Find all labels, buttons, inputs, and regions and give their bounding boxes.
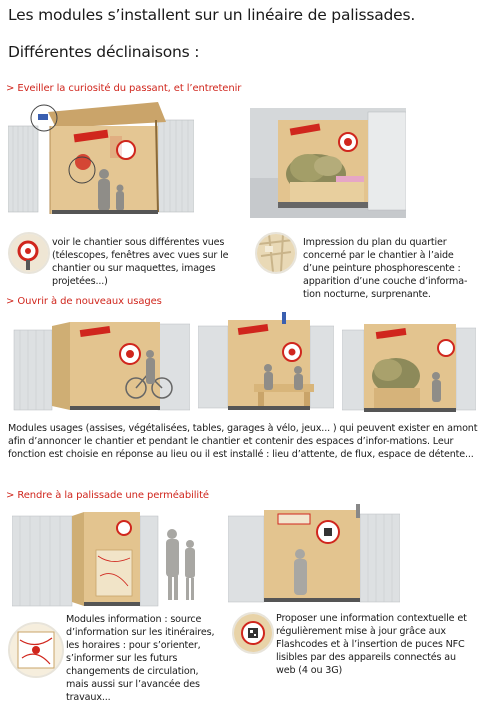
illustration-telescope-module xyxy=(8,98,194,226)
section-heading-usages: > Ouvrir à de nouveaux usages xyxy=(6,296,162,307)
section-heading-curiosity: > Eveiller la curiosité du passant, et l… xyxy=(6,83,242,94)
telescope-description: voir le chantier sous différentes vues (… xyxy=(52,237,229,287)
telescope-detail-badge xyxy=(8,232,50,274)
flashcode-detail-badge xyxy=(232,612,274,654)
usages-description: Modules usages (assises, végétalisées, t… xyxy=(8,423,478,460)
illustration-plant-module xyxy=(250,108,406,218)
flashcode-description: Proposer une information contextuelle et… xyxy=(276,613,467,676)
information-detail-badge xyxy=(8,622,64,678)
illustration-flashcode-module xyxy=(228,504,400,612)
page-subtitle: Différentes déclinaisons : xyxy=(8,43,200,61)
illustration-information-module xyxy=(12,506,212,612)
page-title: Les modules s’installent sur un linéaire… xyxy=(8,6,416,24)
plan-detail-badge xyxy=(255,232,297,274)
illustration-planter-seat-module xyxy=(342,318,476,416)
information-description: Modules information : source d’informati… xyxy=(66,614,215,703)
illustration-bike-module xyxy=(12,314,190,416)
plan-description: Impression du plan du quartier concerné … xyxy=(303,237,468,300)
illustration-bench-module xyxy=(198,312,334,416)
section-heading-permeability: > Rendre à la palissade une perméabilité xyxy=(6,490,209,501)
